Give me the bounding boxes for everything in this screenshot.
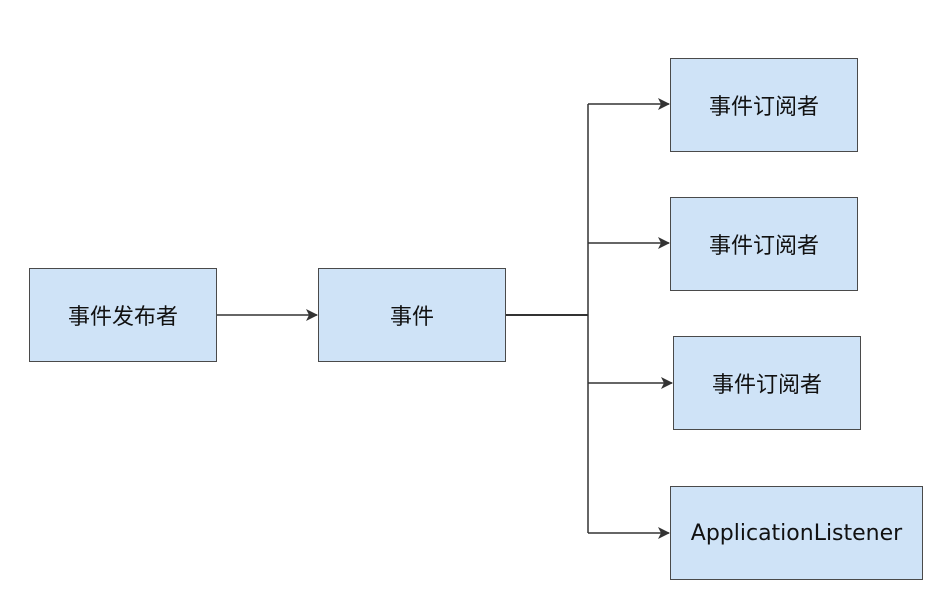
node-event-subscriber-1[interactable]: 事件订阅者 (670, 58, 858, 152)
node-label: 事件 (389, 305, 434, 330)
node-event-publisher[interactable]: 事件发布者 (29, 268, 217, 362)
node-label: 事件订阅者 (711, 373, 822, 398)
node-label: 事件订阅者 (708, 234, 819, 259)
node-label: 事件订阅者 (708, 95, 819, 120)
node-event-subscriber-3[interactable]: 事件订阅者 (673, 336, 861, 430)
node-event-subscriber-2[interactable]: 事件订阅者 (670, 197, 858, 291)
node-label: ApplicationListener (690, 520, 903, 546)
node-label: 事件发布者 (67, 305, 178, 330)
node-event[interactable]: 事件 (318, 268, 506, 362)
node-application-listener[interactable]: ApplicationListener (670, 486, 923, 580)
